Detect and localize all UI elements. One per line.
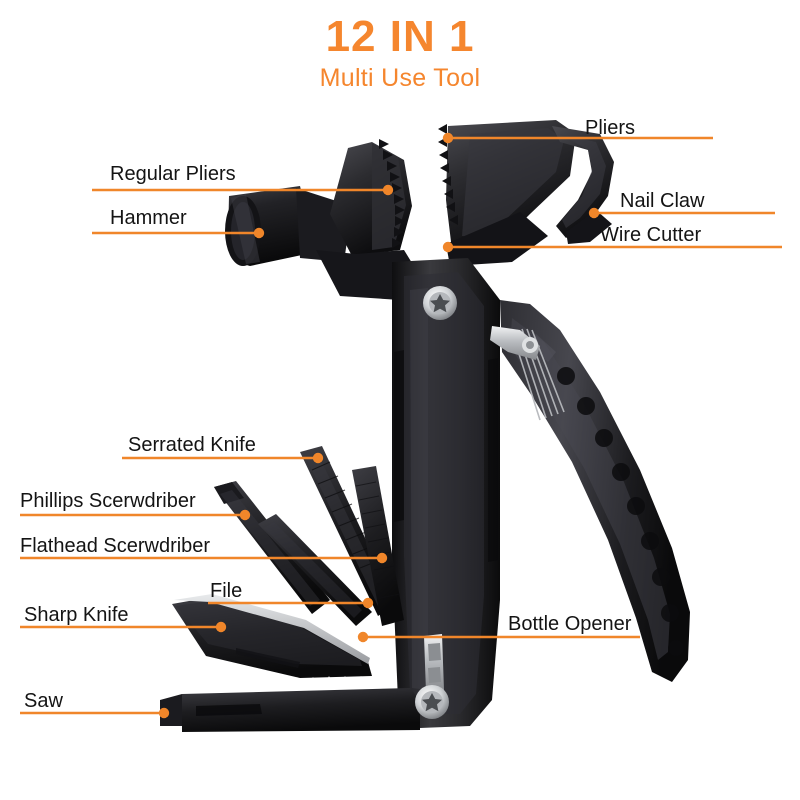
leader-dot-bottle-opener	[357, 631, 369, 643]
flathead-screwdriver	[258, 514, 372, 626]
lock-lever	[490, 326, 540, 360]
leader-dot-saw	[158, 707, 170, 719]
nail-claw	[552, 126, 614, 244]
leader-phillips-screwdriver	[20, 509, 251, 521]
leader-dot-serrated-knife	[312, 452, 324, 464]
leader-pliers	[442, 132, 713, 144]
leader-dot-file	[362, 597, 374, 609]
leader-hammer	[92, 227, 265, 239]
page-title: 12 IN 1	[325, 12, 475, 61]
callout-label-pliers: Pliers	[585, 117, 636, 139]
title-block: 12 IN 1 Multi Use Tool	[0, 12, 800, 94]
leader-dot-nail-claw	[588, 207, 600, 219]
sharp-knife	[172, 594, 372, 678]
leader-regular-pliers	[92, 184, 394, 196]
saw	[160, 676, 420, 732]
leader-sharp-knife	[20, 621, 227, 633]
leader-wire-cutter	[442, 241, 782, 253]
leader-dot-flathead-screwdriver	[376, 552, 388, 564]
pivot-screw-top	[423, 286, 457, 320]
callout-label-hammer: Hammer	[110, 207, 187, 229]
page-subtitle: Multi Use Tool	[319, 64, 481, 92]
file	[352, 466, 404, 626]
callout-label-nail-claw: Nail Claw	[620, 190, 705, 212]
callout-label-saw: Saw	[24, 690, 63, 712]
callout-label-serrated-knife: Serrated Knife	[128, 434, 256, 456]
leader-file	[208, 597, 374, 609]
leader-dot-sharp-knife	[215, 621, 227, 633]
leader-dot-wire-cutter	[442, 241, 454, 253]
leader-serrated-knife	[122, 452, 324, 464]
leader-bottle-opener	[357, 631, 640, 643]
plier-jaw-upper	[438, 120, 576, 266]
leader-dot-regular-pliers	[382, 184, 394, 196]
leader-dot-hammer	[253, 227, 265, 239]
callout-label-wire-cutter: Wire Cutter	[600, 224, 702, 246]
leader-dot-pliers	[442, 132, 454, 144]
right-handle	[500, 300, 690, 682]
callout-label-regular-pliers: Regular Pliers	[110, 163, 236, 185]
leader-nail-claw	[588, 207, 775, 219]
callout-label-flathead-screwdriver: Flathead Scerwdriber	[20, 535, 211, 557]
bottle-opener	[424, 634, 444, 692]
callout-label-sharp-knife: Sharp Knife	[24, 604, 129, 626]
leader-saw	[20, 707, 170, 719]
callout-label-bottle-opener: Bottle Opener	[508, 613, 632, 635]
callout-label-phillips-screwdriver: Phillips Scerwdriber	[20, 490, 196, 512]
pivot-screw-bottom	[415, 685, 449, 719]
leader-dot-phillips-screwdriver	[239, 509, 251, 521]
left-handle	[392, 258, 500, 728]
leader-flathead-screwdriver	[20, 552, 388, 564]
callout-label-file: File	[210, 580, 243, 602]
